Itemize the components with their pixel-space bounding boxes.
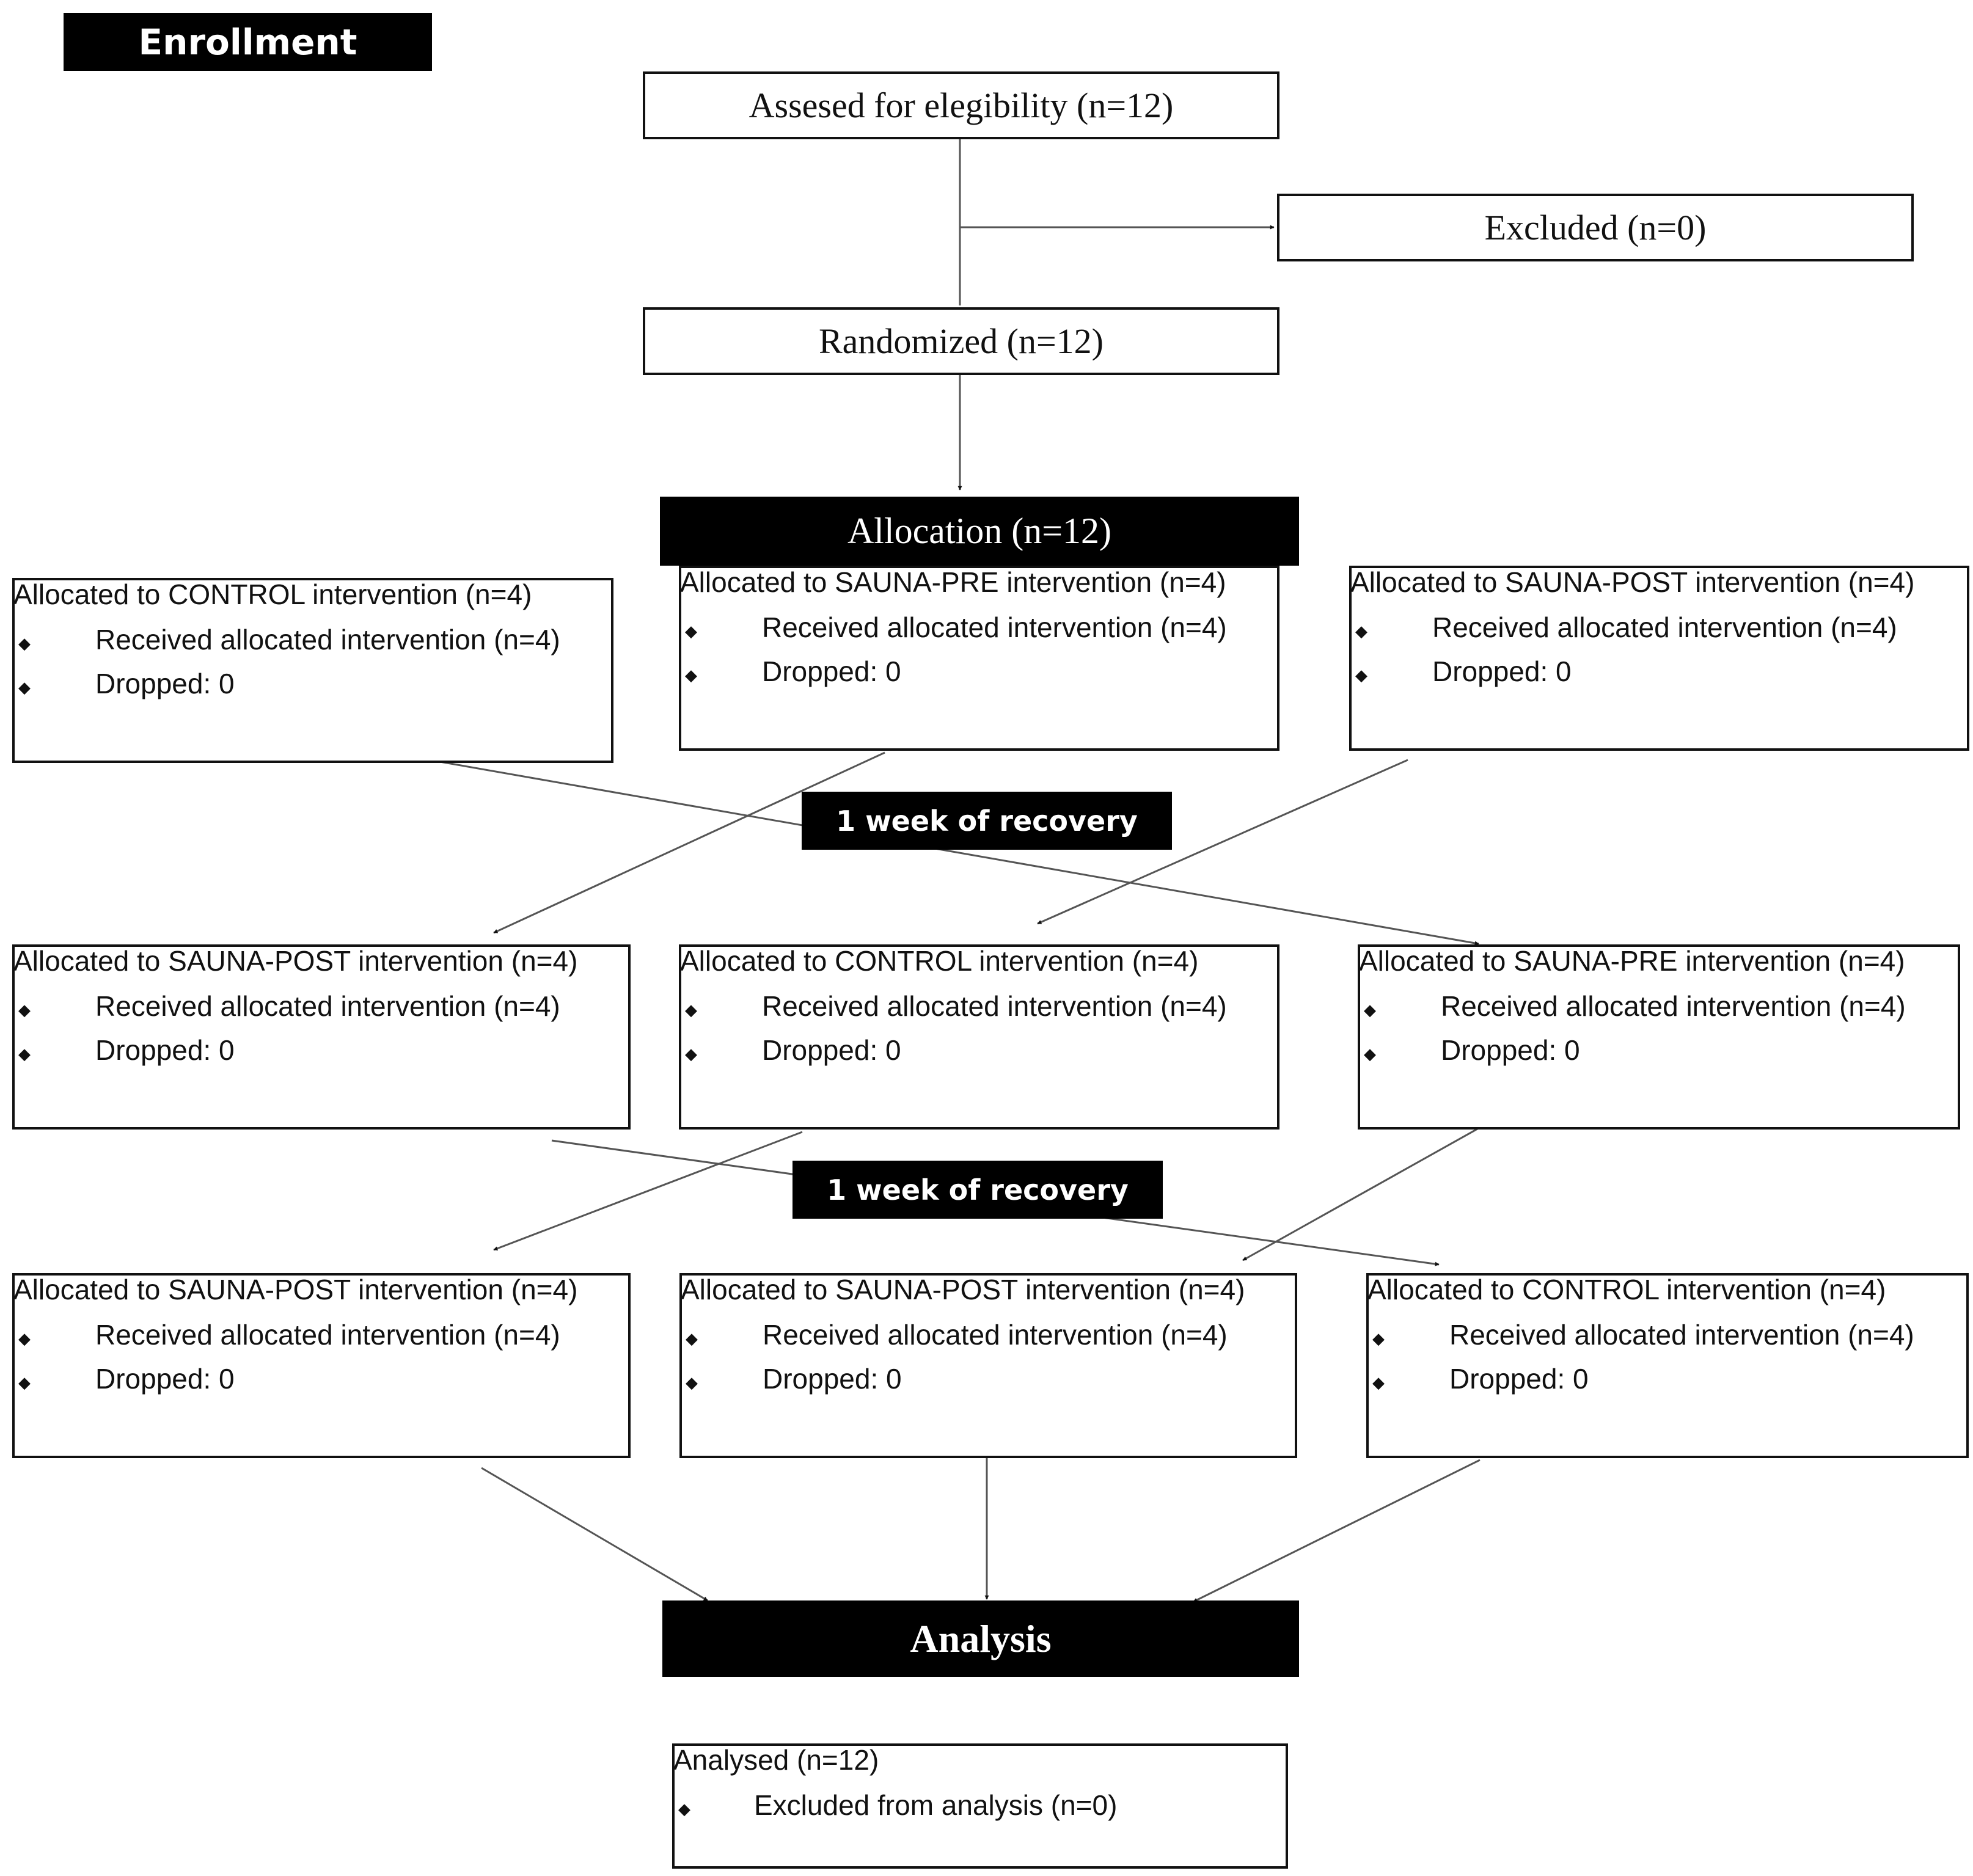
bullet-icon: ◆ [1355,622,1367,640]
crossover-control-to-sauna-pre [439,761,1479,946]
excluded-label: Excluded (n=0) [1484,208,1707,247]
arm-box-item: Received allocated intervention (n=4) [763,1319,1228,1351]
arm-box-period1-control: Allocated to CONTROL intervention (n=4) … [12,578,613,763]
arm-box-item: Received allocated intervention (n=4) [762,990,1227,1022]
arm-box-item: Received allocated intervention (n=4) [95,624,560,655]
arm-box-period2-sauna-post: Allocated to SAUNA-POST intervention (n=… [12,944,631,1130]
bullet-icon: ◆ [686,1373,698,1392]
connector-row3-right-to-analysis [1193,1459,1481,1603]
connector-row3-left-to-analysis [481,1467,708,1602]
enrollment-header-label: Enrollment [138,21,357,63]
recovery-label-2: 1 week of recovery [792,1161,1163,1219]
arm-box-period3-control: Allocated to CONTROL intervention (n=4) … [1366,1273,1969,1458]
analysed-box-item: Excluded from analysis (n=0) [754,1789,1118,1821]
randomized-label: Randomized (n=12) [819,321,1104,361]
arm-box-title: Allocated to SAUNA-POST intervention (n=… [13,945,578,977]
arm-box-item: Dropped: 0 [762,1034,901,1066]
arm-box-item: Dropped: 0 [95,668,235,699]
allocation-header: Allocation (n=12) [660,497,1299,566]
arm-box-item: Received allocated intervention (n=4) [1441,990,1906,1022]
arm-box-period2-sauna-pre: Allocated to SAUNA-PRE intervention (n=4… [1358,944,1960,1130]
bullet-icon: ◆ [18,1045,31,1063]
recovery-label-1: 1 week of recovery [802,792,1172,850]
arm-box-title: Allocated to SAUNA-POST intervention (n=… [681,1274,1245,1305]
arm-box-item: Received allocated intervention (n=4) [1432,611,1897,643]
arm-box-item: Dropped: 0 [1432,655,1572,687]
analysed-box: Analysed (n=12) ◆ Excluded from analysis … [672,1743,1288,1869]
excluded-box: Excluded (n=0) [1277,194,1914,261]
arm-box-title: Allocated to CONTROL intervention (n=4) [680,945,1199,977]
arm-box-item: Received allocated intervention (n=4) [95,1319,560,1351]
arm-box-title: Allocated to SAUNA-PRE intervention (n=4… [680,566,1226,598]
arm-box-item: Received allocated intervention (n=4) [95,990,560,1022]
arm-box-item: Received allocated intervention (n=4) [762,611,1227,643]
arm-box-period3-sauna-post-middle: Allocated to SAUNA-POST intervention (n=… [679,1273,1297,1458]
arm-box-title: Allocated to SAUNA-POST intervention (n=… [1350,566,1915,598]
bullet-icon: ◆ [686,1329,698,1348]
analysis-header: Analysis [662,1600,1299,1677]
analysis-header-label: Analysis [910,1616,1052,1660]
bullet-icon: ◆ [18,1373,31,1392]
arm-box-item: Dropped: 0 [762,655,901,687]
allocation-header-label: Allocation (n=12) [847,511,1112,551]
arm-box-period2-control: Allocated to CONTROL intervention (n=4) … [679,944,1279,1130]
crossover-sauna-pre-to-sauna-post [493,751,885,934]
arm-box-item: Dropped: 0 [763,1363,902,1395]
arm-box-item: Dropped: 0 [95,1363,235,1395]
arm-box-title: Allocated to SAUNA-PRE intervention (n=4… [1359,945,1905,977]
bullet-icon: ◆ [685,666,697,684]
enrollment-header: Enrollment [64,13,432,71]
arm-box-title: Allocated to CONTROL intervention (n=4) [1367,1274,1886,1305]
assessed-eligibility-label: Assesed for elegibility (n=12) [749,86,1174,125]
bullet-icon: ◆ [18,1329,31,1348]
crossover-row2-middle-to-row3-left [493,1131,803,1251]
bullet-icon: ◆ [18,1001,31,1019]
randomized-box: Randomized (n=12) [643,307,1279,375]
recovery-label-2-text: 1 week of recovery [827,1173,1129,1206]
bullet-icon: ◆ [1364,1045,1376,1063]
arm-box-title: Allocated to CONTROL intervention (n=4) [13,578,532,610]
recovery-label-1-text: 1 week of recovery [836,804,1138,838]
arm-box-title: Allocated to SAUNA-POST intervention (n=… [13,1274,578,1305]
bullet-icon: ◆ [1364,1001,1376,1019]
bullet-icon: ◆ [1355,666,1367,684]
arm-box-item: Dropped: 0 [95,1034,235,1066]
crossover-sauna-post-to-control [1037,759,1408,925]
crossover-row2-right-to-row3-middle [1242,1128,1478,1261]
bullet-icon: ◆ [1372,1373,1385,1392]
arm-box-period1-sauna-pre: Allocated to SAUNA-PRE intervention (n=4… [679,566,1279,751]
bullet-icon: ◆ [1372,1329,1385,1348]
arm-box-item: Dropped: 0 [1441,1034,1580,1066]
arm-box-period1-sauna-post: Allocated to SAUNA-POST intervention (n=… [1349,566,1969,751]
bullet-icon: ◆ [685,622,697,640]
arm-box-item: Received allocated intervention (n=4) [1449,1319,1914,1351]
bullet-icon: ◆ [685,1045,697,1063]
bullet-icon: ◆ [18,678,31,696]
arm-box-period3-sauna-post-left: Allocated to SAUNA-POST intervention (n=… [12,1273,631,1458]
bullet-icon: ◆ [18,634,31,652]
arm-box-item: Dropped: 0 [1449,1363,1589,1395]
assessed-eligibility-box: Assesed for elegibility (n=12) [643,71,1279,139]
bullet-icon: ◆ [685,1001,697,1019]
analysed-box-title: Analysed (n=12) [673,1744,879,1776]
bullet-icon: ◆ [678,1800,690,1818]
